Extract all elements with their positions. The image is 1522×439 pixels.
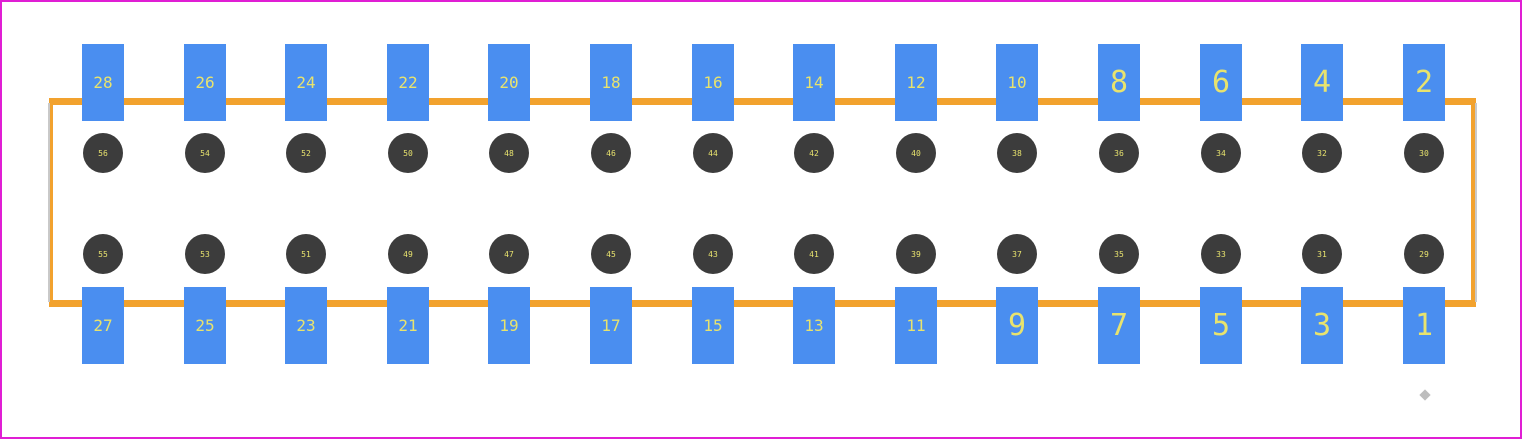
hole-43: 43 (693, 234, 733, 274)
hole-34: 34 (1201, 133, 1241, 173)
hole-29: 29 (1404, 234, 1444, 274)
hole-56: 56 (83, 133, 123, 173)
pad-10: 10 (996, 44, 1038, 121)
hole-32: 32 (1302, 133, 1342, 173)
hole-49: 49 (388, 234, 428, 274)
pad-20: 20 (488, 44, 530, 121)
pad-17: 17 (590, 287, 632, 364)
hole-41: 41 (794, 234, 834, 274)
pad-23: 23 (285, 287, 327, 364)
pad-27: 27 (82, 287, 124, 364)
hole-50: 50 (388, 133, 428, 173)
pad-26: 26 (184, 44, 226, 121)
hole-30: 30 (1404, 133, 1444, 173)
pad-22: 22 (387, 44, 429, 121)
hole-39: 39 (896, 234, 936, 274)
pad-5: 5 (1200, 287, 1242, 364)
pad-2: 2 (1403, 44, 1445, 121)
pad-11: 11 (895, 287, 937, 364)
pad-14: 14 (793, 44, 835, 121)
pad-21: 21 (387, 287, 429, 364)
pad-25: 25 (184, 287, 226, 364)
hole-48: 48 (489, 133, 529, 173)
hole-47: 47 (489, 234, 529, 274)
pad-9: 9 (996, 287, 1038, 364)
hole-52: 52 (286, 133, 326, 173)
hole-35: 35 (1099, 234, 1139, 274)
hole-33: 33 (1201, 234, 1241, 274)
pad-16: 16 (692, 44, 734, 121)
outline-right (1471, 98, 1475, 307)
pad-28: 28 (82, 44, 124, 121)
outline-bottom (52, 300, 1476, 307)
pad-13: 13 (793, 287, 835, 364)
pad-18: 18 (590, 44, 632, 121)
outline-left-edge (48, 103, 50, 302)
outline-left (49, 98, 53, 307)
outline-right-edge (1475, 103, 1477, 302)
hole-44: 44 (693, 133, 733, 173)
pad-3: 3 (1301, 287, 1343, 364)
hole-36: 36 (1099, 133, 1139, 173)
hole-46: 46 (591, 133, 631, 173)
hole-53: 53 (185, 234, 225, 274)
hole-31: 31 (1302, 234, 1342, 274)
pad-19: 19 (488, 287, 530, 364)
pad-24: 24 (285, 44, 327, 121)
pad-1: 1 (1403, 287, 1445, 364)
hole-54: 54 (185, 133, 225, 173)
pad-12: 12 (895, 44, 937, 121)
hole-40: 40 (896, 133, 936, 173)
outline-top (52, 98, 1476, 105)
diamond-marker-icon (1419, 389, 1431, 401)
hole-42: 42 (794, 133, 834, 173)
pad-6: 6 (1200, 44, 1242, 121)
pad-4: 4 (1301, 44, 1343, 121)
hole-55: 55 (83, 234, 123, 274)
pad-7: 7 (1098, 287, 1140, 364)
hole-51: 51 (286, 234, 326, 274)
hole-38: 38 (997, 133, 1037, 173)
pad-15: 15 (692, 287, 734, 364)
hole-37: 37 (997, 234, 1037, 274)
pad-8: 8 (1098, 44, 1140, 121)
hole-45: 45 (591, 234, 631, 274)
